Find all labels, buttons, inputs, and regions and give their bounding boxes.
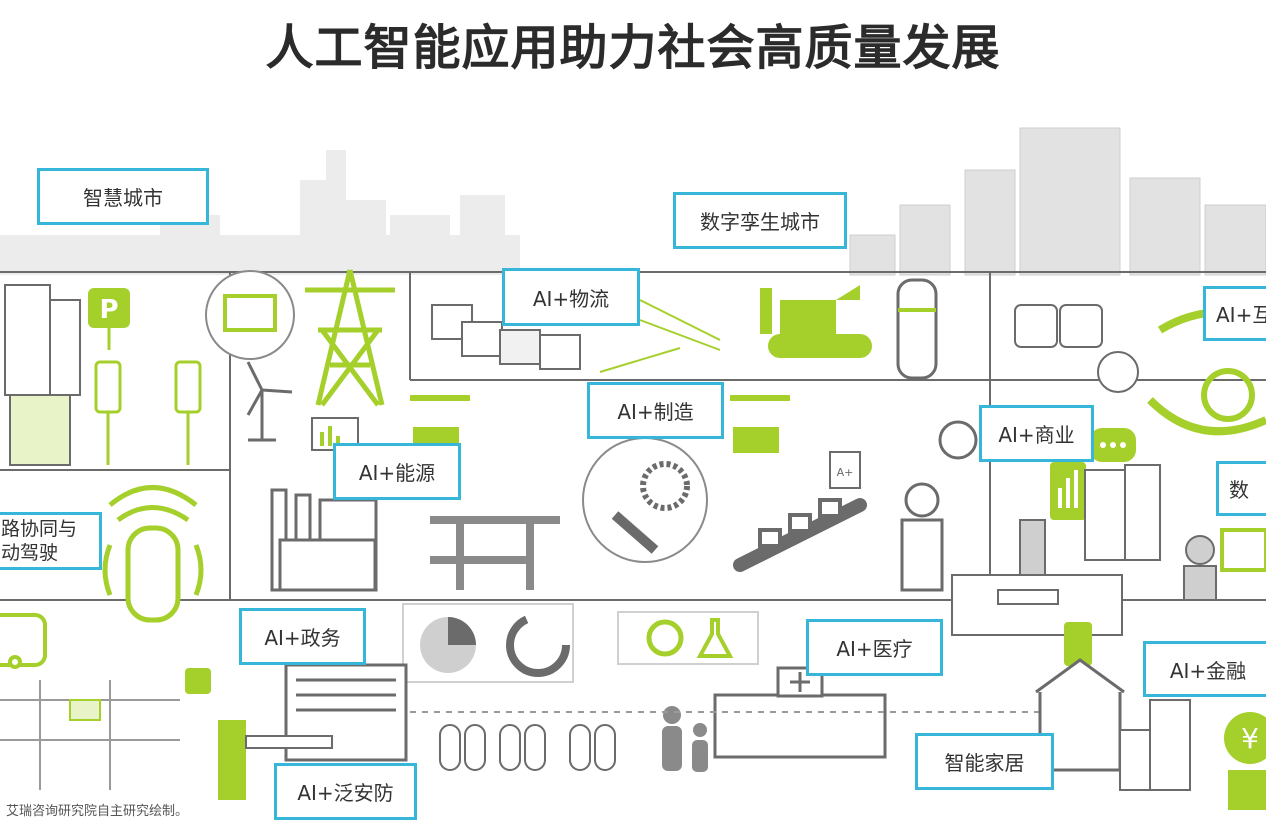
- worker-icon: [900, 420, 978, 592]
- label-digital-partial: 数: [1216, 461, 1266, 516]
- label-line-2: 动驾驶: [1, 542, 59, 564]
- factory-icon: [270, 488, 378, 592]
- traffic-light-icon: [94, 360, 202, 465]
- svg-text:P: P: [99, 295, 118, 325]
- phone-chart-icon: [1050, 462, 1086, 520]
- label-ai-manufacturing: AI+制造: [587, 382, 724, 439]
- skyline-right: [849, 127, 1266, 276]
- grade-document-icon: A+: [829, 451, 861, 489]
- label-digital-twin-city: 数字孪生城市: [673, 192, 847, 249]
- label-vehicle-road-cooperation: 路协同与 动驾驶: [0, 512, 102, 570]
- label-smart-home: 智能家居: [915, 733, 1054, 790]
- lab-icons: [617, 611, 759, 665]
- label-ai-medical: AI+医疗: [806, 619, 943, 676]
- source-credit: 艾瑞咨询研究院自主研究绘制。: [6, 804, 189, 819]
- buildings-left: [4, 284, 81, 466]
- label-ai-commerce: AI+商业: [979, 405, 1094, 462]
- gear-wrench-icon: [582, 437, 708, 563]
- wind-turbine-icon: [246, 361, 293, 442]
- label-ai-finance: AI+金融: [1143, 641, 1266, 697]
- office-worker-icon: [1183, 528, 1266, 601]
- conveyor-belt-icon: [733, 498, 867, 572]
- excavator-icon: [760, 285, 872, 358]
- speaker-icon: [1064, 622, 1092, 666]
- pie-chart-icon: [402, 603, 574, 683]
- label-smart-city: 智慧城市: [37, 168, 209, 225]
- media-icons: [1014, 304, 1139, 393]
- parking-sign-icon: P: [88, 288, 130, 350]
- shopping-buildings: [1019, 464, 1161, 591]
- label-ai-security: AI+泛安防: [274, 763, 417, 820]
- autonomous-car-icon: [102, 485, 204, 623]
- power-tower-icon: [305, 269, 395, 407]
- laser-lines: [599, 299, 721, 373]
- label-ai-internet-partial: AI+互: [1203, 286, 1266, 341]
- robot-icon: [896, 278, 938, 380]
- label-ai-government: AI+政务: [239, 608, 366, 665]
- speech-bubble-icon: [1090, 428, 1136, 462]
- chip-bubble-icon: [205, 270, 295, 360]
- label-line-1: 路协同与: [1, 518, 78, 540]
- air-conditioner-icon: [951, 574, 1123, 636]
- svg-text:A+: A+: [837, 466, 854, 479]
- trees-row: [439, 724, 616, 771]
- label-ai-logistics: AI+物流: [502, 268, 640, 326]
- page-title: 人工智能应用助力社会高质量发展: [265, 20, 1001, 76]
- family-icon: [662, 706, 708, 772]
- bus-icon: [0, 613, 47, 669]
- finance-buildings: [1119, 699, 1191, 791]
- yuan-coin-icon: ¥: [1224, 712, 1266, 810]
- road-grid: [0, 680, 180, 790]
- pipes-icon: [430, 516, 560, 590]
- label-ai-energy: AI+能源: [333, 443, 461, 500]
- cargo-boxes-icon: [431, 304, 581, 370]
- svg-text:¥: ¥: [1241, 722, 1259, 755]
- barrier-gate-icon: [185, 668, 333, 800]
- skyline-left: [0, 150, 520, 275]
